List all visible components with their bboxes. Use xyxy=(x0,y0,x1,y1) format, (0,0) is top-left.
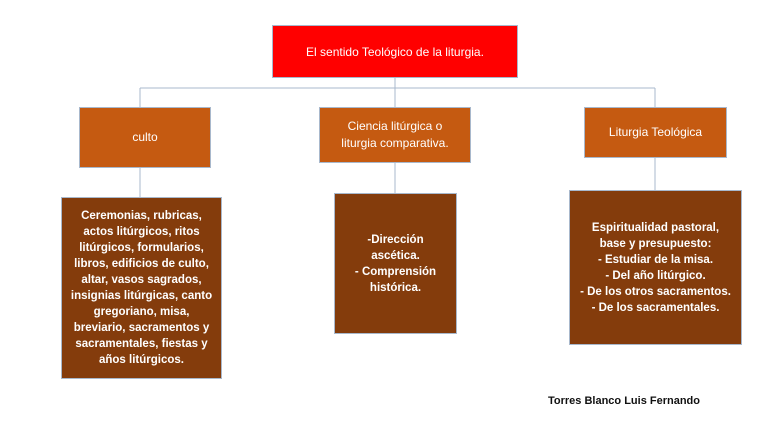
author-name: Torres Blanco Luis Fernando xyxy=(548,395,700,407)
branch-liturgia-teologica: Liturgia Teológica xyxy=(584,107,727,158)
detail-ciencia-liturgica: -Dirección ascética. - Comprensión histó… xyxy=(334,193,457,334)
detail-ciencia-liturgica-text: -Dirección ascética. - Comprensión histó… xyxy=(354,233,437,294)
detail-culto-text: Ceremonias, rubricas, actos litúrgicos, … xyxy=(70,210,213,366)
branch-ciencia-liturgica: Ciencia litúrgica o liturgia comparativa… xyxy=(319,107,471,163)
root-node: El sentido Teológico de la liturgia. xyxy=(272,25,518,78)
detail-culto: Ceremonias, rubricas, actos litúrgicos, … xyxy=(61,197,222,379)
detail-liturgia-teologica: Espiritualidad pastoral, base y presupue… xyxy=(569,190,742,345)
branch-ciencia-liturgica-title: Ciencia litúrgica o liturgia comparativa… xyxy=(341,119,449,150)
detail-liturgia-teologica-text: Espiritualidad pastoral, base y presupue… xyxy=(580,221,731,314)
branch-culto: culto xyxy=(79,107,211,168)
branch-liturgia-teologica-title: Liturgia Teológica xyxy=(608,125,703,139)
root-label: El sentido Teológico de la liturgia. xyxy=(306,44,484,59)
branch-culto-title: culto xyxy=(132,130,158,144)
